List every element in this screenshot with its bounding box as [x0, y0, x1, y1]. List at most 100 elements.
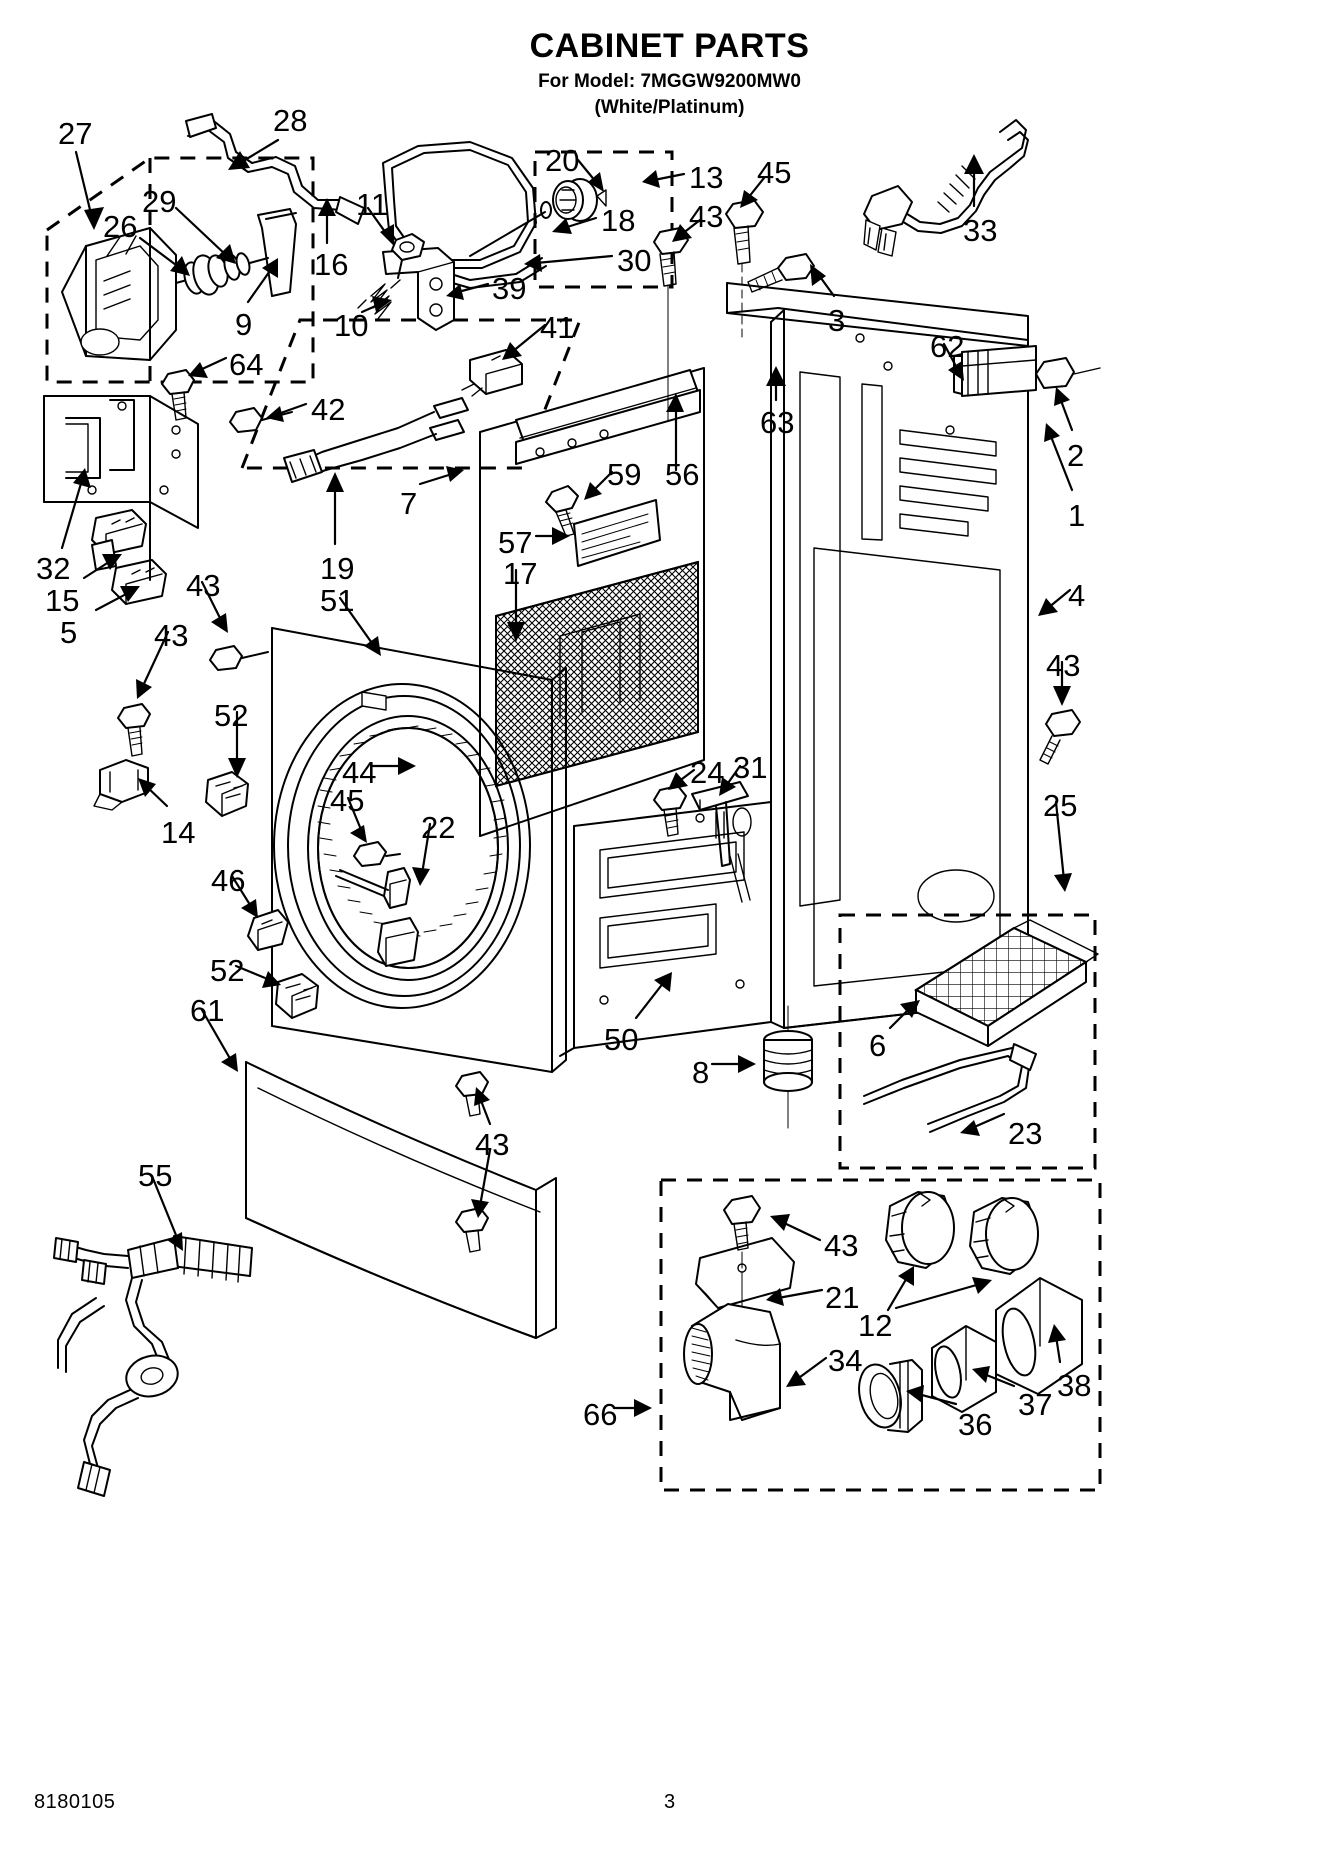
- wire-harness-55: [53, 1235, 253, 1497]
- callout-number-64: 64: [229, 347, 264, 382]
- callout-number-17: 17: [503, 556, 538, 591]
- callout-number-15: 15: [45, 583, 80, 618]
- vent-hood-12-right: [969, 1197, 1039, 1275]
- callout-number-9: 9: [235, 307, 253, 342]
- callout-number-57: 57: [498, 525, 533, 560]
- callout-number-31: 31: [733, 750, 768, 785]
- callout-number-43: 43: [186, 568, 221, 603]
- callout-number-44: 44: [342, 755, 377, 790]
- burner-bracket-assembly: [43, 369, 293, 605]
- screw-24: [653, 785, 687, 837]
- callout-number-20: 20: [545, 143, 580, 178]
- screw-2-right: [1035, 357, 1101, 389]
- callout-number-14: 14: [161, 815, 196, 850]
- callout-number-66: 66: [583, 1397, 618, 1432]
- terminal-block-62: [953, 345, 1037, 397]
- callout-number-27: 27: [58, 116, 93, 151]
- front-panel-51: [271, 627, 567, 1073]
- bushing-52-lower: [275, 973, 319, 1019]
- callout-number-8: 8: [692, 1055, 710, 1090]
- callout-number-13: 13: [689, 160, 724, 195]
- callout-number-37: 37: [1018, 1387, 1053, 1422]
- callout-number-43: 43: [475, 1127, 510, 1162]
- callout-number-19: 19: [320, 551, 355, 586]
- leader-lines: [60, 138, 1074, 1417]
- screw-43-left: [117, 703, 151, 757]
- callout-number-34: 34: [828, 1343, 863, 1378]
- rear-panel-7: [479, 367, 705, 837]
- idler-bracket-39: [357, 233, 455, 331]
- callout-number-5: 5: [60, 615, 78, 650]
- callout-number-21: 21: [825, 1280, 860, 1315]
- lint-screen-6: [913, 919, 1099, 1047]
- callout-number-3: 3: [828, 303, 846, 338]
- screw-45-top-cabinet: [725, 199, 764, 341]
- screw-64: [161, 369, 195, 421]
- callout-number-10: 10: [334, 308, 369, 343]
- callout-number-45: 45: [330, 783, 365, 818]
- callout-number-45: 45: [757, 155, 792, 190]
- bushing-52-upper: [205, 771, 249, 817]
- collar-37: [931, 1325, 997, 1413]
- callout-number-28: 28: [273, 103, 308, 138]
- callout-number-50: 50: [604, 1022, 639, 1057]
- callout-number-7: 7: [400, 486, 418, 521]
- callout-number-16: 16: [314, 247, 349, 282]
- callout-number-43: 43: [824, 1228, 859, 1263]
- callout-number-43: 43: [154, 618, 189, 653]
- callout-number-4: 4: [1068, 578, 1086, 613]
- drive-motor-assembly: [61, 208, 297, 361]
- group-box-idler: [533, 150, 674, 289]
- screw-3-angled: [747, 253, 815, 293]
- callout-number-12: 12: [858, 1308, 893, 1343]
- group-box-lintscreen: [838, 913, 1097, 1170]
- callout-number-23: 23: [1008, 1116, 1043, 1151]
- vent-plate-21: [695, 1237, 795, 1309]
- callout-number-29: 29: [142, 184, 177, 219]
- callout-number-55: 55: [138, 1158, 173, 1193]
- wire-harness-19: [283, 397, 469, 483]
- callout-number-41: 41: [540, 310, 575, 345]
- screw-43-near-51: [209, 645, 269, 671]
- callout-number-63: 63: [760, 405, 795, 440]
- screw-43-bottom-door-2: [455, 1207, 489, 1253]
- clamp-14: [93, 703, 151, 811]
- callout-number-62: 62: [930, 329, 965, 364]
- callout-number-26: 26: [103, 209, 138, 244]
- screw-59: [545, 485, 579, 537]
- callout-number-1: 1: [1068, 498, 1086, 533]
- clamp-36: [858, 1359, 923, 1433]
- leveling-leg-8: [763, 1005, 813, 1129]
- screw-43-vent: [723, 1195, 761, 1269]
- footer-part-code: 8180105: [34, 1791, 116, 1813]
- callout-number-42: 42: [311, 392, 346, 427]
- callout-number-36: 36: [958, 1407, 993, 1442]
- callout-number-61: 61: [190, 993, 225, 1028]
- callout-number-11: 11: [356, 187, 389, 222]
- cabinet-louvers: [899, 429, 997, 537]
- elbow-duct-34: [683, 1303, 781, 1421]
- callout-number-25: 25: [1043, 788, 1078, 823]
- igniter-15: [91, 509, 147, 571]
- duct-38: [995, 1277, 1083, 1395]
- callout-number-2: 2: [1067, 438, 1085, 473]
- vent-hood-12-left: [885, 1191, 955, 1269]
- callout-number-18: 18: [601, 203, 636, 238]
- callout-number-51: 51: [320, 583, 355, 618]
- callout-number-6: 6: [869, 1028, 887, 1063]
- callout-number-43: 43: [689, 199, 724, 234]
- power-cord-33: [863, 119, 1029, 257]
- toe-panel-61: [245, 1061, 557, 1339]
- callout-number-46: 46: [211, 863, 246, 898]
- lint-rake-23: [863, 1043, 1037, 1133]
- callout-number-33: 33: [963, 213, 998, 248]
- footer-page-number: 3: [663, 1791, 676, 1813]
- bracket-31: [691, 781, 749, 867]
- callout-number-38: 38: [1057, 1368, 1092, 1403]
- door-catch-46: [247, 909, 289, 951]
- group-box-vent: [659, 1178, 1102, 1492]
- callout-number-43: 43: [1046, 648, 1081, 683]
- callout-number-39: 39: [492, 271, 527, 306]
